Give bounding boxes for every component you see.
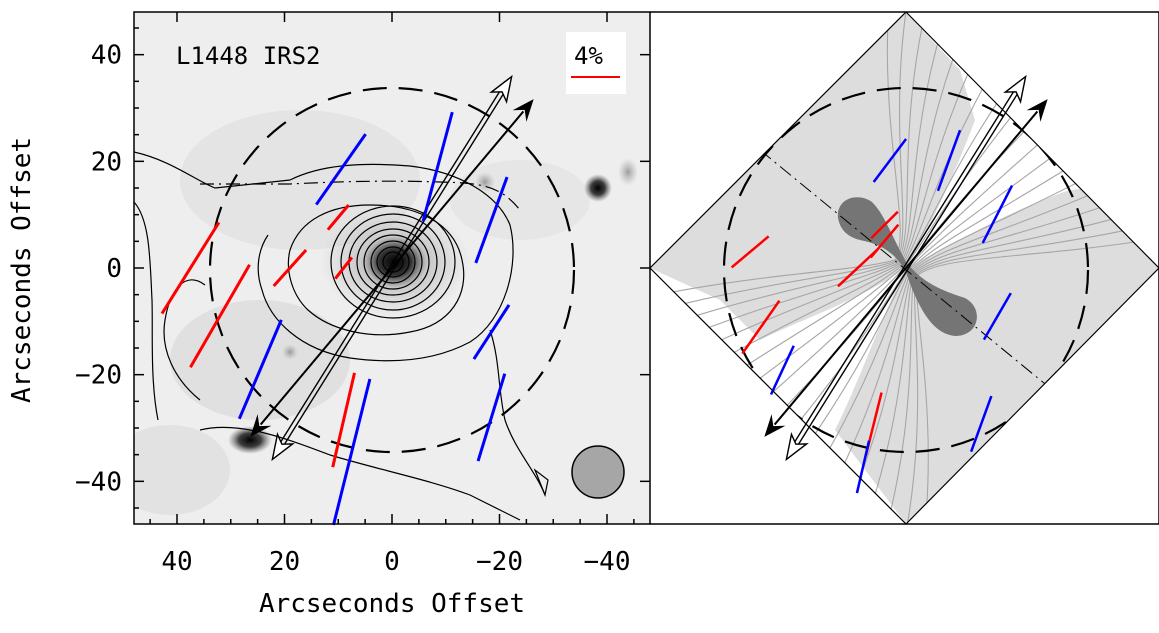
tick-labels: 40 20 0 −20 −40 40 20 0 −20 −40 — [75, 41, 630, 577]
outflow-arrow-head — [1003, 74, 1027, 104]
outflow-arrow-shaft — [903, 90, 1015, 268]
polarization-vector — [769, 345, 795, 396]
y-axis-label: Arcseconds Offset — [7, 137, 37, 403]
polarization-vector — [969, 395, 993, 453]
y-tick-label: 40 — [91, 41, 122, 71]
y-tick-label: 20 — [91, 147, 122, 177]
beam-ellipse — [571, 445, 625, 499]
polarization-vector — [237, 319, 283, 420]
outflow-arrow-shaft — [389, 90, 501, 268]
polarization-vector — [870, 210, 899, 240]
outflow-arrow-shaft — [797, 268, 909, 446]
intensity-contours — [134, 151, 549, 521]
polarization-vector — [421, 111, 454, 222]
polarization-vector — [982, 292, 1012, 341]
x-tick-label: 40 — [161, 547, 192, 577]
polarization-vector — [936, 129, 962, 192]
polarization-vector — [869, 223, 900, 259]
polarization-vector — [741, 299, 781, 355]
model-shade-top — [650, 12, 975, 268]
outflow-arrow-shaft — [391, 110, 525, 269]
outflow-arrow-shaft — [259, 267, 393, 426]
left-map-panel: L1448 IRS2 4% 40 20 0 −20 −40 40 20 0 −20 −40 Arc… — [7, 11, 651, 619]
chart-title: L1448 IRS2 — [176, 42, 321, 70]
field-line — [650, 12, 967, 378]
polarization-vector — [189, 264, 251, 368]
outflow-arrow-shaft — [393, 92, 505, 270]
polarization-vector — [272, 249, 308, 287]
y-tick-label: −40 — [75, 467, 122, 497]
polarization-vector — [472, 304, 511, 360]
outflow-arrow-shaft — [905, 110, 1039, 269]
outflow-arrows — [250, 74, 534, 462]
polarization-vectors-right — [730, 129, 1014, 494]
x-tick-label: −20 — [476, 547, 523, 577]
polarization-vectors-left — [160, 111, 511, 526]
polarization-vector — [981, 184, 1014, 244]
polarization-vector — [332, 378, 372, 526]
x-axis-label: Arcseconds Offset — [259, 589, 525, 619]
scale-bar-label: 4% — [574, 42, 603, 70]
polarization-vector — [334, 256, 354, 280]
axis-ticks — [134, 12, 650, 524]
polarization-vector — [160, 221, 221, 315]
field-line — [650, 12, 989, 394]
outflow-arrow-head — [271, 432, 295, 462]
right-model-panel — [649, 11, 1159, 525]
x-tick-label: 0 — [384, 547, 400, 577]
outflow-arrow-shaft — [907, 92, 1019, 270]
field-line — [650, 12, 904, 328]
outflow-arrow-head — [512, 99, 534, 122]
y-tick-label: 0 — [106, 254, 122, 284]
field-of-view-circle — [208, 86, 576, 454]
field-line — [650, 12, 925, 344]
outflow-arrow-head — [785, 432, 809, 462]
dash-dot-line — [200, 180, 521, 211]
polarization-vector — [315, 133, 367, 206]
outflow-arrow-shaft — [283, 268, 395, 446]
scale-bar-box — [566, 32, 626, 94]
outflow-arrow-shaft — [773, 267, 907, 426]
y-tick-label: −20 — [75, 361, 122, 391]
field-line — [650, 12, 946, 361]
right-panel-frame — [650, 11, 1159, 525]
outflow-arrow-head — [250, 414, 272, 437]
polarization-vector — [730, 235, 770, 269]
model-outflow-arrows — [764, 74, 1048, 462]
outflow-arrow-head — [1026, 99, 1048, 122]
outflow-arrow-shaft — [279, 266, 391, 444]
outflow-arrow-head — [764, 414, 786, 437]
polarization-vector — [872, 138, 908, 183]
x-tick-label: 20 — [269, 547, 300, 577]
polarization-vector — [326, 204, 350, 231]
x-tick-label: −40 — [584, 547, 631, 577]
polarization-vector — [476, 373, 507, 462]
model-circle — [722, 86, 1090, 454]
polarization-vector — [331, 372, 356, 468]
polarization-vector — [474, 176, 509, 264]
outflow-arrow-head — [489, 74, 513, 104]
polarization-vector — [855, 440, 871, 494]
outflow-arrow-shaft — [793, 266, 905, 444]
